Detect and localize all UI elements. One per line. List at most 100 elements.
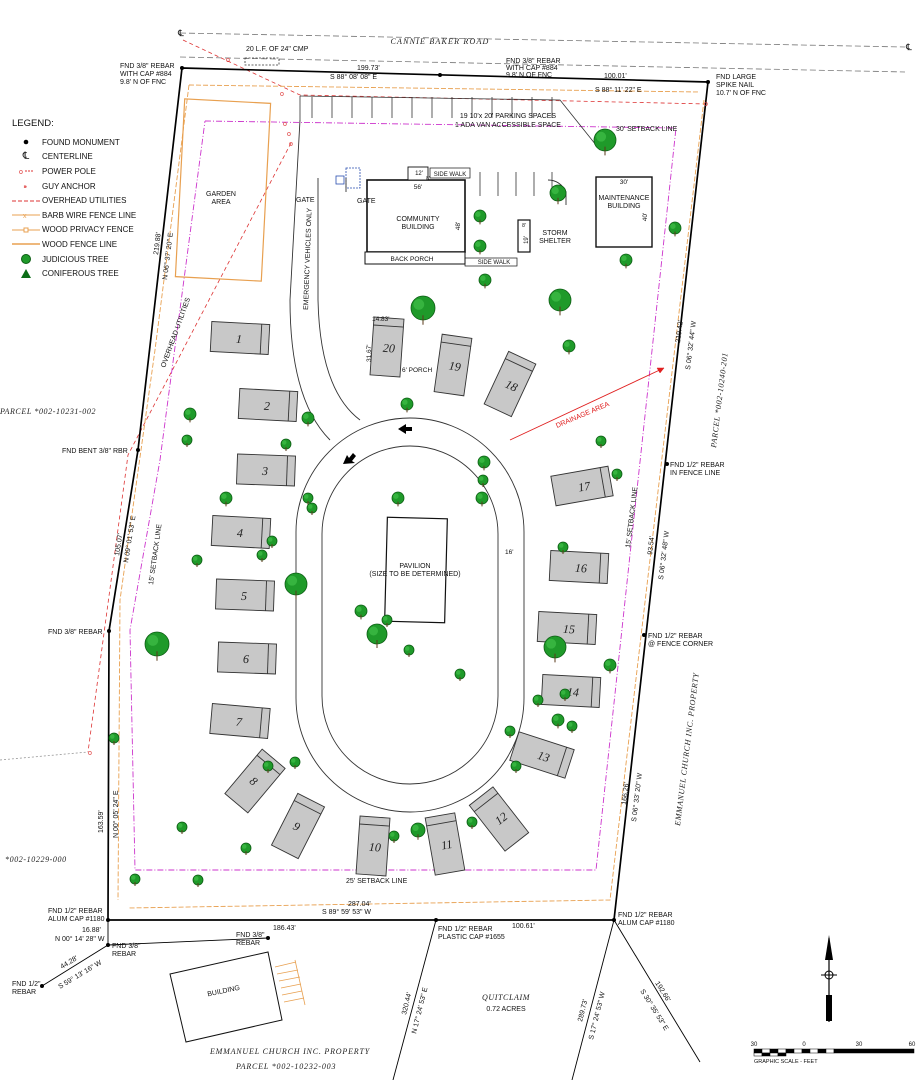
lot20-depth: 31.67' [366, 344, 373, 362]
centerline-symbol-right: ℄ [905, 42, 912, 52]
svg-text:16.88': 16.88' [82, 927, 101, 934]
dim-12: 12' [415, 171, 423, 177]
svg-text:REBAR: REBAR [12, 989, 36, 996]
svg-text:o: o [226, 57, 230, 64]
svg-text:S 06° 32' 48" W: S 06° 32' 48" W [657, 530, 671, 580]
judicious-tree-icon [611, 468, 623, 481]
parking-area [299, 95, 601, 196]
svg-text:PLASTIC CAP #1655: PLASTIC CAP #1655 [438, 934, 505, 941]
road-name: CANNIE BAKER ROAD [390, 37, 489, 46]
judicious-tree-icon [504, 725, 516, 738]
legend-label: FOUND MONUMENT [42, 137, 120, 147]
fence-lines [117, 84, 705, 909]
found-monument-icon [12, 136, 40, 148]
storm-shelter-label-1: STORM [542, 230, 567, 237]
drainage-arrow: DRAINAGE AREA [509, 367, 665, 441]
svg-text:FND 1/2" REBAR: FND 1/2" REBAR [670, 462, 725, 469]
lot-number: 3 [261, 464, 268, 478]
lot: 18 [483, 350, 537, 418]
lot-pad [550, 465, 614, 507]
legend-label: GUY ANCHOR [42, 181, 96, 191]
legend-label: BARB WIRE FENCE LINE [42, 210, 137, 220]
svg-text:FND 3/8": FND 3/8" [236, 932, 265, 939]
maintenance-width: 30' [620, 179, 628, 186]
judicious-tree-icon [302, 492, 314, 505]
overhead-label: OVERHEAD UTILITIES [160, 297, 192, 369]
lot: 1 [209, 321, 271, 355]
lot-pad [355, 815, 391, 877]
lot-number: 13 [536, 748, 552, 765]
svg-text:N 00° 05' 24" E: N 00° 05' 24" E [112, 790, 120, 838]
judicious-tree-icon [532, 694, 544, 707]
overhead-utilities [0, 39, 709, 761]
judicious-tree-icon [549, 184, 567, 205]
parcel-south: PARCEL *002-10232-003 [235, 1062, 336, 1071]
scale-tick: 30 [856, 1042, 863, 1048]
lot-pad [509, 731, 575, 779]
scale-tick: 0 [802, 1042, 806, 1048]
judicious-tree-icon [410, 295, 436, 325]
legend-item-coniferous-tree: CONIFEROUS TREE [12, 266, 136, 281]
judicious-tree-icon [566, 720, 578, 733]
lot-pad [424, 812, 466, 876]
wood-fence-icon [12, 238, 40, 250]
power-poles: o o o o o o o [88, 57, 708, 757]
coniferous-tree-icon [12, 268, 40, 280]
svg-text:FND 3/8" REBAR: FND 3/8" REBAR [48, 629, 103, 636]
svg-text:FND 1/2" REBAR: FND 1/2" REBAR [648, 633, 703, 640]
legend-label: JUDICIOUS TREE [42, 254, 109, 264]
judicious-tree-icon [477, 455, 491, 471]
svg-text:S 06° 33' 20" W: S 06° 33' 20" W [630, 772, 644, 822]
judicious-tree-icon [477, 474, 489, 487]
lot: 6 [217, 641, 277, 675]
lot-pad [210, 515, 272, 549]
driveway [289, 119, 567, 813]
culvert-label: 20 L.F. OF 24" CMP [246, 46, 309, 53]
lot: 14 [540, 674, 602, 708]
guy-anchor-icon: ⁍ [12, 180, 40, 192]
svg-text:FND 3/8" REBAR: FND 3/8" REBAR [120, 63, 175, 70]
trees [108, 128, 682, 887]
judicious-tree-icon [183, 407, 197, 423]
svg-text:FND 1/2" REBAR: FND 1/2" REBAR [618, 912, 673, 919]
legend-item-judicious-tree: JUDICIOUS TREE [12, 252, 136, 267]
judicious-tree-icon [256, 549, 268, 562]
svg-text:199.73': 199.73' [357, 65, 380, 72]
judicious-tree-icon [473, 239, 487, 255]
judicious-tree-icon [551, 713, 565, 729]
legend-item-guy-anchor: ⁍GUY ANCHOR [12, 179, 136, 194]
judicious-tree-icon [478, 273, 492, 289]
lot-number: 2 [264, 399, 271, 413]
svg-text:FND BENT 3/8" RBR: FND BENT 3/8" RBR [62, 448, 128, 455]
svg-text:219.42': 219.42' [675, 320, 685, 343]
svg-text:FND 1/2": FND 1/2" [12, 981, 41, 988]
lot: 13 [509, 731, 575, 779]
judicious-tree-icon [475, 491, 489, 507]
scale-title: GRAPHIC SCALE - FEET [754, 1059, 818, 1065]
judicious-tree-icon [668, 221, 682, 237]
judicious-tree-icon [410, 822, 426, 840]
storm-dim: 19' [524, 236, 530, 244]
lot: 11 [424, 812, 466, 876]
judicious-tree-icon [284, 572, 308, 600]
judicious-tree-icon [595, 435, 607, 448]
setback-25-label: 25' SETBACK LINE [346, 878, 408, 885]
svg-text:o: o [88, 750, 92, 757]
judicious-tree-icon [454, 668, 466, 681]
legend-item-wood-privacy: WOOD PRIVACY FENCE [12, 223, 136, 238]
legend-item-wood-fence: WOOD FENCE LINE [12, 237, 136, 252]
svg-text:163.59': 163.59' [98, 810, 105, 833]
dim-8: 8' [426, 176, 430, 182]
svg-text:100.61': 100.61' [512, 923, 535, 930]
community-depth: 48' [455, 222, 462, 230]
pavilion-label-2: (SIZE TO BE DETERMINED) [369, 571, 460, 578]
judicious-tree-icon [381, 614, 393, 627]
monument-dots [40, 66, 710, 988]
quitclaim-acres: 0.72 ACRES [486, 1006, 526, 1013]
judicious-tree-icon [391, 491, 405, 507]
lot-number: 16 [575, 561, 588, 576]
